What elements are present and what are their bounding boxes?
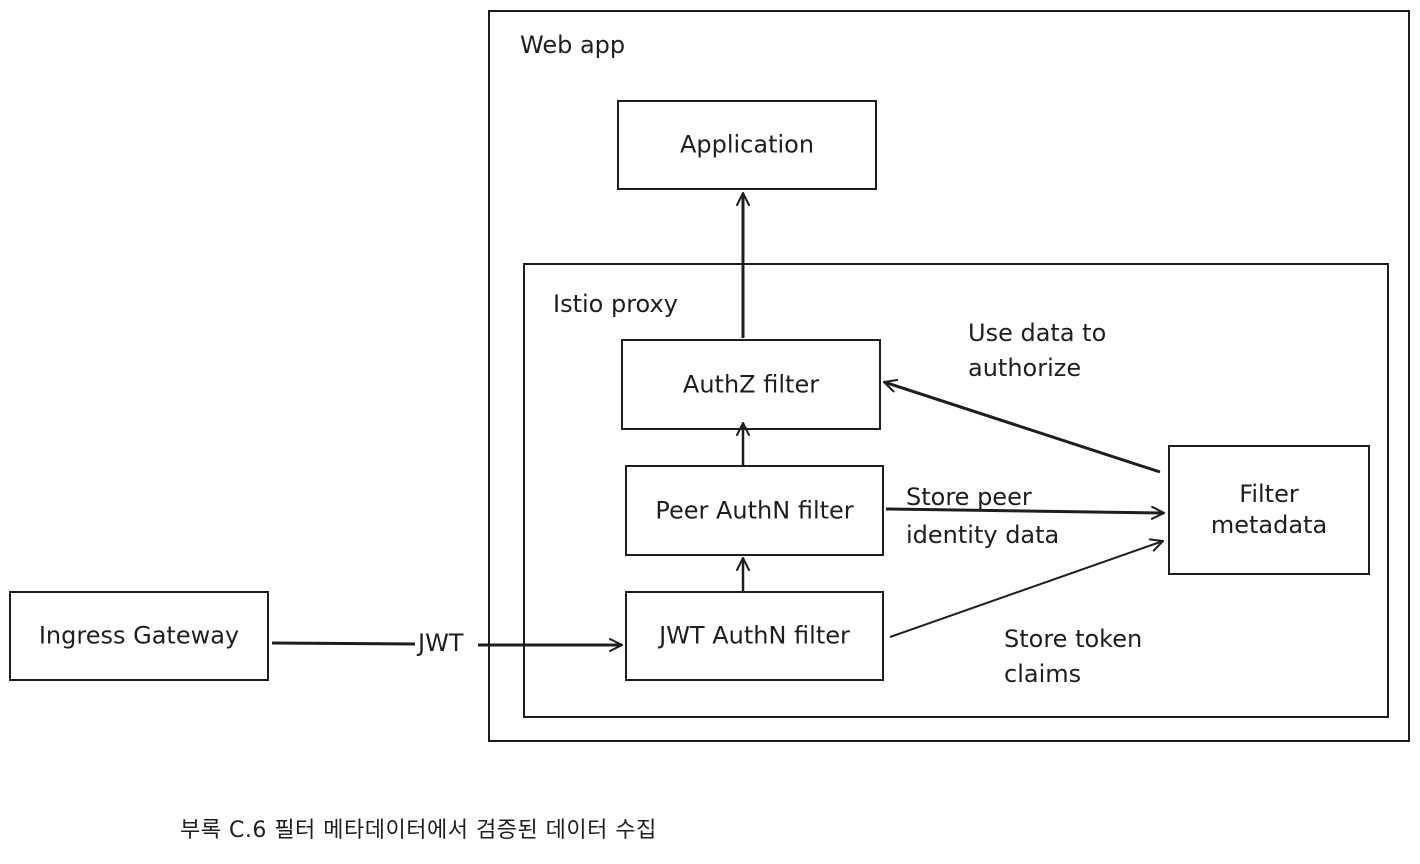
edge-label-use-data: Use data to authorize bbox=[968, 319, 1107, 382]
edge-label-store-peer: Store peer identity data bbox=[906, 483, 1060, 550]
edge-metadata-to-authz bbox=[884, 382, 1161, 474]
jwt-authn-filter-node: JWT AuthN filter bbox=[625, 591, 884, 681]
ingress-gateway-node: Ingress Gateway bbox=[9, 591, 269, 681]
peer-authn-filter-node: Peer AuthN filter bbox=[625, 465, 884, 556]
application-label: Application bbox=[679, 130, 815, 159]
ingress-gateway-label: Ingress Gateway bbox=[38, 621, 240, 650]
edge-label-store-token: Store token claims bbox=[1004, 625, 1143, 688]
authz-filter-label: AuthZ filter bbox=[682, 369, 820, 398]
filter-metadata-label: Filter metadata bbox=[1210, 479, 1328, 539]
edge-peer-to-metadata bbox=[885, 509, 1164, 513]
application-node: Application bbox=[617, 100, 877, 190]
istio-proxy-label: Istio proxy bbox=[553, 290, 678, 318]
figure-caption: 부록 C.6 필터 메타데이터에서 검증된 데이터 수집 bbox=[180, 818, 657, 843]
edge-jwt-to-metadata bbox=[889, 541, 1163, 638]
edge-ingress-to-jwt-a bbox=[271, 641, 416, 646]
edge-label-jwt: JWT bbox=[418, 629, 464, 657]
filter-metadata-node: Filter metadata bbox=[1168, 445, 1370, 575]
peer-authn-filter-label: Peer AuthN filter bbox=[655, 495, 854, 524]
jwt-authn-filter-label: JWT AuthN filter bbox=[659, 621, 850, 650]
web-app-label: Web app bbox=[520, 31, 626, 59]
authz-filter-node: AuthZ filter bbox=[621, 339, 881, 430]
